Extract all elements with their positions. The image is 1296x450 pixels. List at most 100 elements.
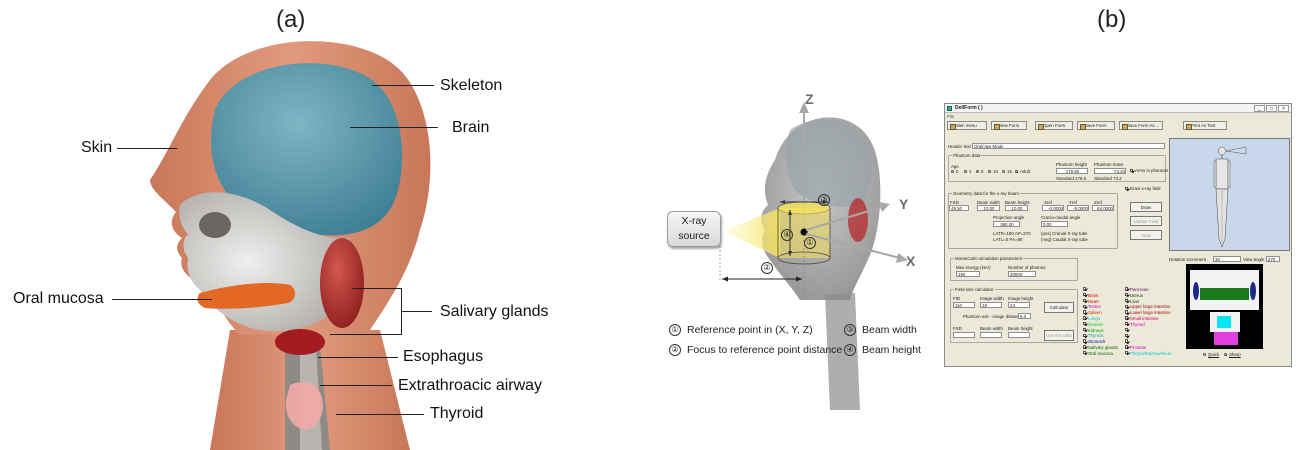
organ-checkbox[interactable] <box>1125 345 1128 348</box>
minimize-button[interactable]: _ <box>1254 105 1265 112</box>
organ-checkbox[interactable] <box>1125 339 1128 342</box>
maximize-button[interactable]: □ <box>1266 105 1277 112</box>
organ-checkbox[interactable] <box>1125 328 1128 331</box>
age-radio-10[interactable] <box>988 170 991 173</box>
draw-button[interactable]: Draw <box>1130 202 1162 212</box>
render-quick-radio[interactable] <box>1203 353 1206 356</box>
pos-note-2: (neg) Caudal X-ray tube <box>1041 237 1088 242</box>
fsd-input[interactable]: 49.50 <box>949 205 969 211</box>
beam-width-input[interactable]: 10.00 <box>977 205 1000 211</box>
label-esophagus: Esophagus <box>403 348 483 366</box>
organ-label: Lungs <box>1088 316 1100 321</box>
print-as-text-button[interactable]: Print As Text <box>1183 121 1227 130</box>
save-form-button[interactable]: Save Form <box>1077 121 1115 130</box>
organ-checkbox-row[interactable]: Heart <box>1083 299 1099 304</box>
organ-checkbox[interactable] <box>1125 334 1128 337</box>
close-button[interactable]: × <box>1278 105 1289 112</box>
organ-checkbox-row[interactable]: Ovaries <box>1083 322 1103 327</box>
photons-input[interactable]: 20000 <box>1008 271 1036 277</box>
organ-checkbox-row[interactable]: Prostate <box>1125 345 1146 350</box>
organ-checkbox-row[interactable]: Brain <box>1083 293 1098 298</box>
organ-checkbox[interactable] <box>1125 322 1128 325</box>
organ-checkbox-row[interactable]: Small intestine <box>1125 316 1159 321</box>
render-sharp-radio[interactable] <box>1224 353 1227 356</box>
age-radio-adult[interactable] <box>1015 170 1018 173</box>
organ-checkbox[interactable] <box>1083 328 1086 331</box>
organ-checkbox[interactable] <box>1083 345 1086 348</box>
age-radio-5[interactable] <box>976 170 979 173</box>
update-field-button[interactable]: Update Field <box>1130 216 1162 226</box>
organ-checkbox-row[interactable]: Liver <box>1125 299 1140 304</box>
new-form-button[interactable]: New Form <box>991 121 1027 130</box>
draw-xray-field-checkbox[interactable] <box>1125 187 1128 190</box>
organ-label: Stomach <box>1088 339 1105 344</box>
fid-input[interactable]: 110 <box>953 302 975 308</box>
organ-checkbox[interactable] <box>1083 316 1086 319</box>
organ-checkbox[interactable] <box>1083 310 1086 313</box>
xref-input[interactable]: -0.0000 <box>1042 205 1064 211</box>
salivary-bracket-top <box>352 288 402 289</box>
render-quick-label: Quick <box>1208 352 1219 357</box>
organ-checkbox-row[interactable]: Pancreas <box>1125 287 1149 292</box>
image-height-input[interactable]: 24 <box>1008 302 1030 308</box>
beam-height-input[interactable]: 10.00 <box>1005 205 1028 211</box>
organ-checkbox-row[interactable]: Thymus <box>1083 333 1104 338</box>
view-angle-input[interactable]: 270 <box>1266 256 1280 262</box>
organ-checkbox-row[interactable]: Testes <box>1083 304 1101 309</box>
cross-section-drawing <box>1186 264 1263 349</box>
save-form-as-button[interactable]: Save Form As ... <box>1119 121 1163 130</box>
organ-checkbox-row[interactable]: Stomach <box>1083 339 1105 344</box>
organ-checkbox-row[interactable]: Spleen <box>1083 310 1102 315</box>
calc-beam-height-label: Beam height <box>1008 326 1033 331</box>
organ-checkbox-row[interactable]: Uterus <box>1125 293 1143 298</box>
phantom-mass-input[interactable]: 73.20 <box>1094 168 1126 174</box>
view-button[interactable]: View <box>1130 230 1162 240</box>
organ-checkbox-row[interactable]: Lungs <box>1083 316 1100 321</box>
organ-checkbox[interactable] <box>1125 351 1128 354</box>
rotation-increment-select[interactable]: 30 <box>1213 256 1241 262</box>
arms-in-phantom-checkbox[interactable] <box>1130 169 1133 172</box>
age-radio-1[interactable] <box>964 170 967 173</box>
pcxmc-window: DellForm ( ) _ □ × File Main menu New Fo… <box>944 103 1292 367</box>
organ-checkbox[interactable] <box>1125 316 1128 319</box>
open-form-button[interactable]: Open Form <box>1035 121 1073 130</box>
organ-checkbox[interactable] <box>1125 293 1128 296</box>
yref-input[interactable]: -5.0000 <box>1067 205 1089 211</box>
organ-checkbox-row[interactable]: Thyroid <box>1125 322 1145 327</box>
organ-checkbox-row[interactable]: Kidneys <box>1083 328 1104 333</box>
organ-checkbox-row[interactable]: Lower large intestine <box>1125 310 1171 315</box>
organ-checkbox[interactable] <box>1083 287 1086 290</box>
organ-checkbox-row[interactable]: Upper large intestine <box>1125 304 1171 309</box>
organ-checkbox[interactable] <box>1125 287 1128 290</box>
organ-checkbox[interactable] <box>1125 299 1128 302</box>
max-energy-input[interactable]: 150 <box>956 271 980 277</box>
organ-checkbox[interactable] <box>1083 293 1086 296</box>
zref-input[interactable]: 84.0000 <box>1092 205 1114 211</box>
organ-checkbox-row[interactable]: Oral mucosa <box>1083 351 1113 356</box>
header-text-input[interactable]: Oral/Jaw Mode <box>972 143 1165 149</box>
age-radio-0[interactable] <box>951 170 954 173</box>
organ-checkbox[interactable] <box>1083 334 1086 337</box>
organ-checkbox[interactable] <box>1083 305 1086 308</box>
use-this-data-button[interactable]: Use this data <box>1044 330 1074 341</box>
organ-checkbox[interactable] <box>1083 322 1086 325</box>
calculate-button[interactable]: Calculate <box>1044 302 1074 313</box>
organ-checkbox[interactable] <box>1083 351 1086 354</box>
image-width-input[interactable]: 18 <box>980 302 1002 308</box>
skeleton-leader <box>372 85 434 86</box>
organ-checkbox-row[interactable]: Salivary glands <box>1083 345 1118 350</box>
organ-label: Uterus <box>1130 293 1143 298</box>
exit-image-distance-input[interactable]: 5.0 <box>1018 313 1031 319</box>
organ-checkbox-row[interactable]: Phrynx/trachea/sinus <box>1125 351 1171 356</box>
cranio-caudal-input[interactable]: 0.00 <box>1041 221 1068 227</box>
projection-angle-input[interactable]: 360.00 <box>993 221 1020 227</box>
organ-checkbox[interactable] <box>1083 339 1086 342</box>
age-radio-15[interactable] <box>1002 170 1005 173</box>
organ-checkbox[interactable] <box>1125 305 1128 308</box>
menu-file[interactable]: File <box>947 114 954 119</box>
main-menu-button[interactable]: Main menu <box>947 121 987 130</box>
xray-source-line2: source <box>668 229 720 244</box>
organ-checkbox[interactable] <box>1083 299 1086 302</box>
phantom-height-input[interactable]: 178.60 <box>1056 168 1088 174</box>
organ-checkbox[interactable] <box>1125 310 1128 313</box>
